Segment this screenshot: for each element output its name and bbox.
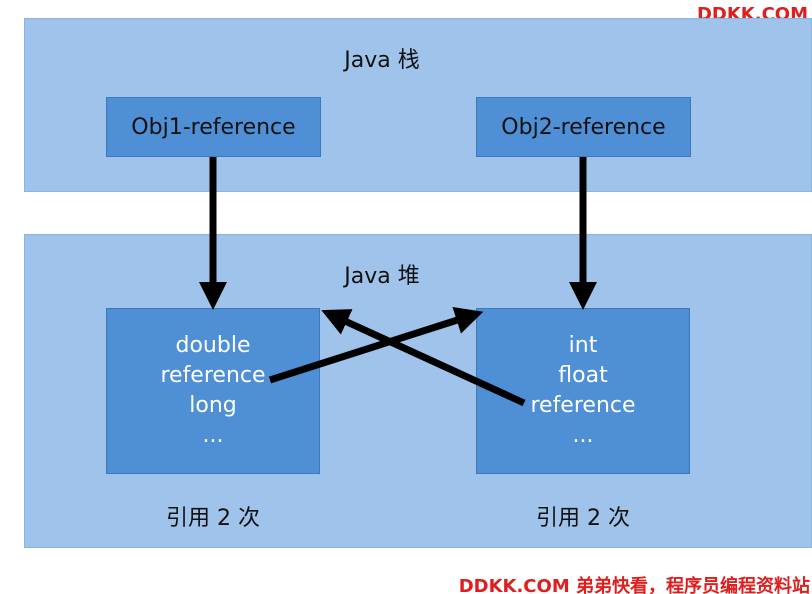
obj1-field: long — [189, 393, 237, 418]
obj2-field: int — [568, 333, 598, 358]
obj2-reference-box: Obj2-reference — [476, 97, 691, 157]
obj1-field: ... — [202, 423, 224, 448]
java-heap-title: Java 堆 — [344, 264, 420, 289]
obj2-reference-count: 引用 2 次 — [536, 506, 630, 531]
watermark-bottom: DDKK.COM 弟弟快看，程序员编程资料站 — [458, 576, 810, 594]
obj2-field: float — [558, 363, 608, 388]
obj1-reference-label: Obj1-reference — [131, 114, 296, 140]
obj2-reference-label: Obj2-reference — [501, 114, 666, 140]
obj2-heap-object: int float reference ... — [476, 308, 690, 474]
obj2-field: reference — [530, 393, 636, 418]
obj1-field: reference — [160, 363, 266, 388]
obj1-field: double — [175, 333, 251, 358]
obj1-reference-box: Obj1-reference — [106, 97, 321, 157]
obj2-field: ... — [572, 423, 594, 448]
obj1-heap-object: double reference long ... — [106, 308, 320, 474]
obj1-reference-count: 引用 2 次 — [166, 506, 260, 531]
java-stack-title: Java 栈 — [344, 48, 420, 73]
